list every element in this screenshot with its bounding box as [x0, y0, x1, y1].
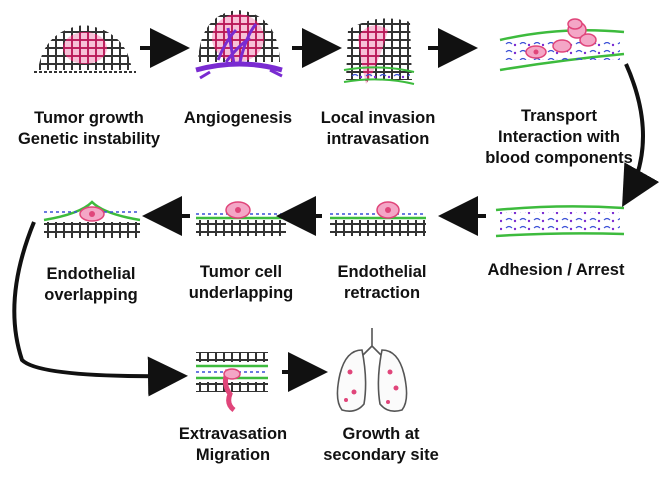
label-secondary-growth: Growth at secondary site [316, 424, 446, 466]
adhesion-illustration [495, 205, 625, 238]
label-line: Extravasation [178, 425, 288, 443]
label-angiogenesis: Angiogenesis [168, 108, 308, 129]
label-transport: Transport Interaction with blood compone… [470, 106, 648, 169]
angiogenesis-illustration [195, 10, 283, 80]
tumor-cell-underlapping-illustration [196, 201, 286, 236]
label-extravasation: Extravasation Migration [166, 424, 300, 466]
label-line: Transport [520, 107, 598, 125]
label-line: Interaction with [498, 128, 620, 146]
label-line: Endothelial [337, 263, 427, 281]
label-line: overlapping [44, 286, 138, 304]
label-line: Local invasion [320, 109, 436, 127]
transport-illustration [499, 18, 625, 72]
label-line: retraction [343, 284, 421, 302]
label-line: blood components [485, 149, 633, 167]
tumor-growth-illustration [34, 25, 136, 73]
label-line: Migration [195, 446, 271, 464]
arrow-8-curve [12, 221, 188, 397]
arrow-4-curve [622, 63, 660, 207]
label-local-invasion: Local invasion intravasation [310, 108, 446, 150]
endothelial-retraction-illustration [330, 201, 426, 236]
label-line: Endothelial [46, 265, 136, 283]
label-line: Tumor cell [199, 263, 283, 281]
endothelial-overlapping-illustration [43, 200, 141, 238]
extravasation-illustration [196, 352, 268, 412]
label-line: intravasation [326, 130, 430, 148]
label-tumor-cell-underlapping: Tumor cell underlapping [180, 262, 302, 304]
label-line: underlapping [188, 284, 294, 302]
label-line: Genetic instability [17, 130, 161, 148]
lungs-illustration [336, 328, 408, 412]
label-line: Angiogenesis [183, 109, 293, 127]
flow-arrows [12, 28, 660, 397]
label-endothelial-overlapping: Endothelial overlapping [30, 264, 152, 306]
label-line: Tumor growth [34, 109, 144, 127]
local-invasion-illustration [343, 18, 415, 85]
label-tumor-growth: Tumor growth Genetic instability [0, 108, 178, 150]
label-line: Growth at [342, 425, 420, 443]
label-line: secondary site [323, 446, 439, 464]
label-endothelial-retraction: Endothelial retraction [322, 262, 442, 304]
label-line: Adhesion / Arrest [487, 261, 625, 279]
label-adhesion: Adhesion / Arrest [476, 260, 636, 281]
